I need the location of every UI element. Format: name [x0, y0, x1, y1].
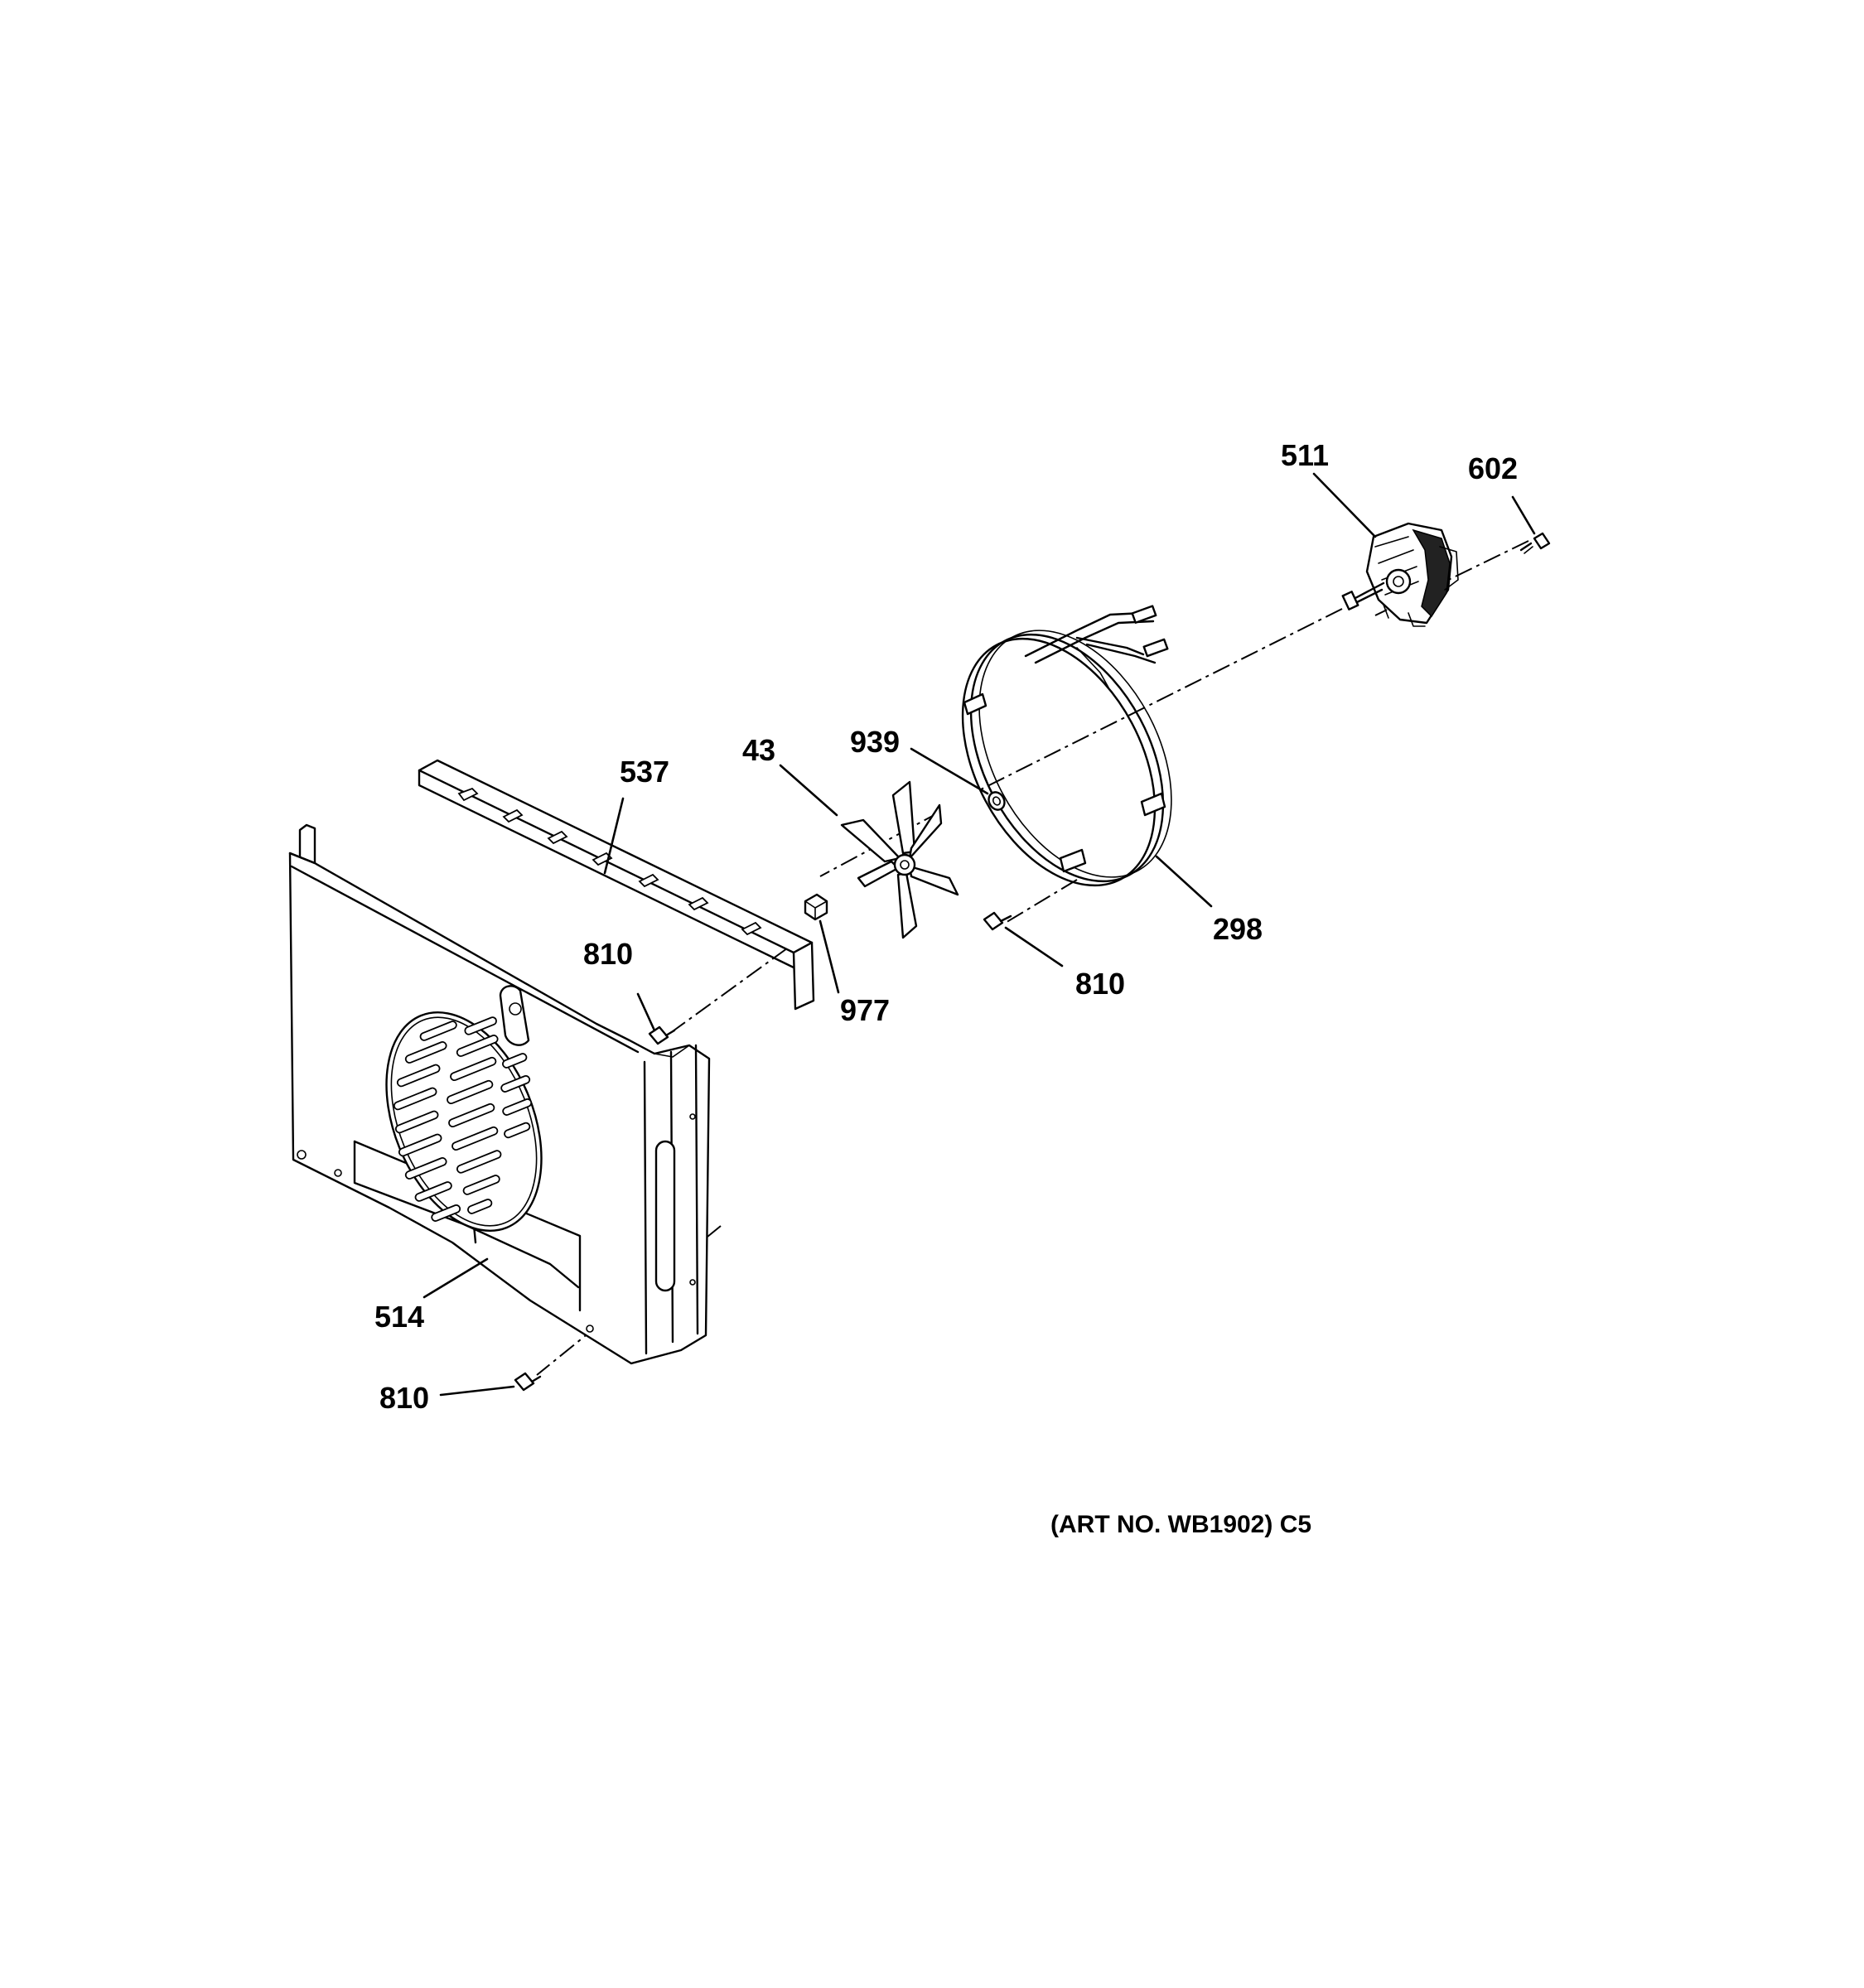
- motor-screw: [1519, 532, 1551, 554]
- callout-602: 602: [1468, 451, 1518, 485]
- callout-810-top: 810: [583, 937, 633, 971]
- callout-537: 537: [620, 755, 669, 789]
- callout-977: 977: [840, 993, 890, 1027]
- leader-lines: [423, 472, 1536, 1397]
- callout-43: 43: [742, 733, 775, 767]
- fan-washer: [988, 791, 1006, 811]
- callout-298: 298: [1213, 912, 1263, 946]
- callout-939: 939: [850, 725, 900, 759]
- ring-screw: [983, 911, 1012, 931]
- convection-motor: [1341, 522, 1459, 627]
- mounting-bracket: [418, 759, 815, 1011]
- callout-514: 514: [374, 1300, 424, 1334]
- callout-511: 511: [1281, 438, 1329, 472]
- callout-810-right: 810: [1075, 967, 1125, 1001]
- fan-cover-panel: [288, 823, 711, 1365]
- grille-slots: [393, 1016, 533, 1222]
- heating-element-ring: [961, 605, 1172, 887]
- art-number: (ART NO. WB1902) C5: [1050, 1511, 1311, 1538]
- fan-blade: [840, 780, 959, 939]
- panel-bottom-screw: [514, 1372, 542, 1392]
- callout-labels: 511 602 537 43 939 298 810 810 977 514 8…: [374, 438, 1518, 1415]
- callout-810-bottom: 810: [379, 1381, 429, 1415]
- fan-nut: [804, 893, 828, 921]
